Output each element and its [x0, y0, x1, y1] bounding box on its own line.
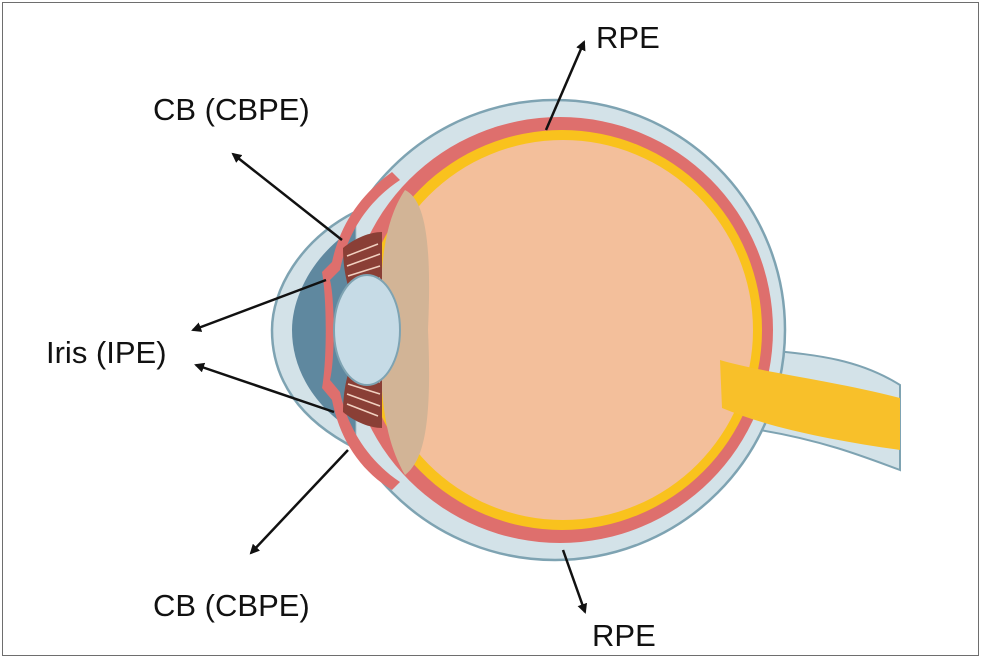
arrow-cb-top: [231, 152, 343, 241]
optic-nerve: [720, 360, 900, 450]
arrow-rpe-bottom: [561, 549, 588, 614]
label-iris: Iris (IPE): [46, 335, 167, 370]
label-cb-top: CB (CBPE): [153, 92, 310, 127]
arrow-rpe-top: [544, 40, 586, 131]
arrow-iris-lower: [194, 362, 335, 414]
label-rpe-top: RPE: [596, 20, 660, 55]
optic-disc: [723, 372, 747, 396]
arrow-iris-upper: [191, 278, 327, 332]
arrow-cb-bottom: [249, 449, 349, 555]
vitreous-body: [373, 140, 753, 520]
anterior-vitreous-shade: [380, 190, 430, 475]
anterior-chamber: [292, 228, 355, 432]
label-cb-bottom: CB (CBPE): [153, 588, 310, 623]
lens: [333, 274, 401, 386]
label-rpe-bottom: RPE: [592, 618, 656, 653]
ciliary-region-band: [322, 172, 400, 490]
